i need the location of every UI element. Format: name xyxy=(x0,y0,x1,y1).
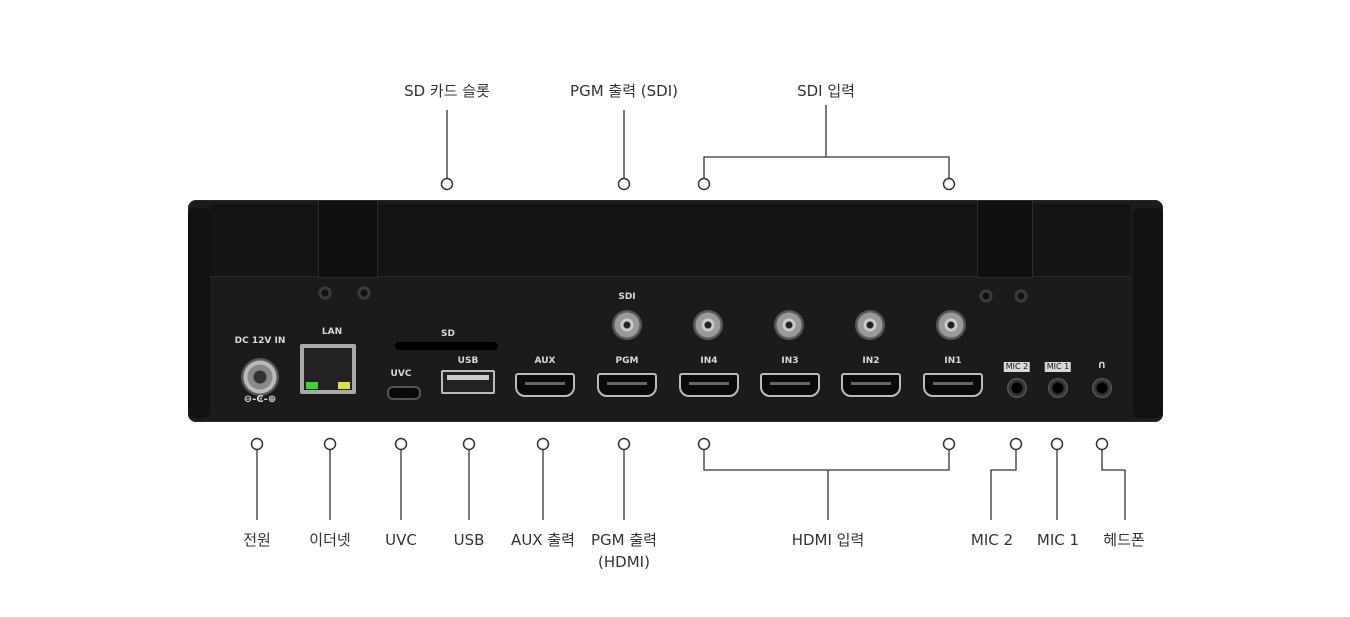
callout-dot xyxy=(942,437,956,451)
mic2-jack xyxy=(1007,378,1027,398)
callout-pgm-hdmi-line2: (HDMI) xyxy=(598,553,650,571)
usb-a-port xyxy=(441,370,495,394)
label-mic2: MIC 2 xyxy=(1003,362,1031,372)
hdmi-port-aux xyxy=(515,373,575,397)
screw-icon xyxy=(1014,289,1028,303)
bnc-in1 xyxy=(936,310,966,340)
label-sd: SD xyxy=(441,329,455,339)
hdmi-port-pgm xyxy=(597,373,657,397)
ethernet-port xyxy=(300,344,356,394)
hdmi-port-in4 xyxy=(679,373,739,397)
label-aux: AUX xyxy=(534,356,556,366)
screw-icon xyxy=(318,286,332,300)
callout-dot xyxy=(617,177,631,191)
callout-ethernet: 이더넷 xyxy=(309,531,351,549)
hdmi-port-in1 xyxy=(923,373,983,397)
hdmi-port-in3 xyxy=(760,373,820,397)
callout-pgm-hdmi: PGM 출력 (HDMI) xyxy=(591,529,657,573)
dc-power-jack xyxy=(241,358,279,396)
callout-dot xyxy=(1050,437,1064,451)
callout-hdmi-input: HDMI 입력 xyxy=(791,531,865,549)
callout-mic1: MIC 1 xyxy=(1036,531,1080,549)
callout-dot xyxy=(323,437,337,451)
callout-usb: USB xyxy=(453,531,485,549)
screw-icon xyxy=(357,286,371,300)
label-in4: IN4 xyxy=(700,356,718,366)
headphone-jack xyxy=(1092,378,1112,398)
callout-aux: AUX 출력 xyxy=(511,531,575,549)
right-tab xyxy=(977,200,1033,278)
device-rear-panel: DC 12V IN ⊖-Ͼ-⊕ LAN SD UVC USB AUX SDI P… xyxy=(188,200,1163,422)
callout-pgm-hdmi-line1: PGM 출력 xyxy=(591,531,657,549)
bnc-pgm-sdi xyxy=(612,310,642,340)
callout-mic2: MIC 2 xyxy=(970,531,1014,549)
callout-dot xyxy=(1009,437,1023,451)
hdmi-port-in2 xyxy=(841,373,901,397)
callout-sdi-input: SDI 입력 xyxy=(797,82,855,100)
left-tab xyxy=(318,200,378,278)
bnc-in4 xyxy=(693,310,723,340)
callout-power: 전원 xyxy=(243,531,271,549)
callout-dot xyxy=(536,437,550,451)
left-bumper xyxy=(188,208,210,418)
callout-dot xyxy=(697,177,711,191)
callout-dot xyxy=(394,437,408,451)
bnc-in3 xyxy=(774,310,804,340)
headphone-icon: ∩ xyxy=(1097,358,1107,371)
callout-dot xyxy=(440,177,454,191)
callout-dot xyxy=(250,437,264,451)
label-dc: DC 12V IN xyxy=(234,336,286,346)
mic1-jack xyxy=(1048,378,1068,398)
screw-icon xyxy=(979,289,993,303)
callout-pgm-sdi: PGM 출력 (SDI) xyxy=(570,82,678,100)
callout-dot xyxy=(1095,437,1109,451)
label-polarity: ⊖-Ͼ-⊕ xyxy=(243,394,277,405)
label-usb: USB xyxy=(457,356,479,366)
bnc-in2 xyxy=(855,310,885,340)
callout-dot xyxy=(462,437,476,451)
callout-dot xyxy=(697,437,711,451)
callout-uvc: UVC xyxy=(385,531,417,549)
callout-dot xyxy=(942,177,956,191)
label-uvc: UVC xyxy=(390,369,412,379)
label-pgm: PGM xyxy=(615,356,639,366)
sd-card-slot xyxy=(395,342,498,350)
label-sdi: SDI xyxy=(618,292,636,302)
label-in2: IN2 xyxy=(862,356,880,366)
label-mic1: MIC 1 xyxy=(1044,362,1072,372)
label-in3: IN3 xyxy=(781,356,799,366)
label-lan: LAN xyxy=(321,327,343,337)
usb-c-port xyxy=(387,386,421,400)
callout-sd-slot: SD 카드 슬롯 xyxy=(404,82,490,100)
right-bumper xyxy=(1133,208,1163,418)
callout-headphone: 헤드폰 xyxy=(1103,531,1145,549)
callout-dot xyxy=(617,437,631,451)
label-in1: IN1 xyxy=(944,356,962,366)
